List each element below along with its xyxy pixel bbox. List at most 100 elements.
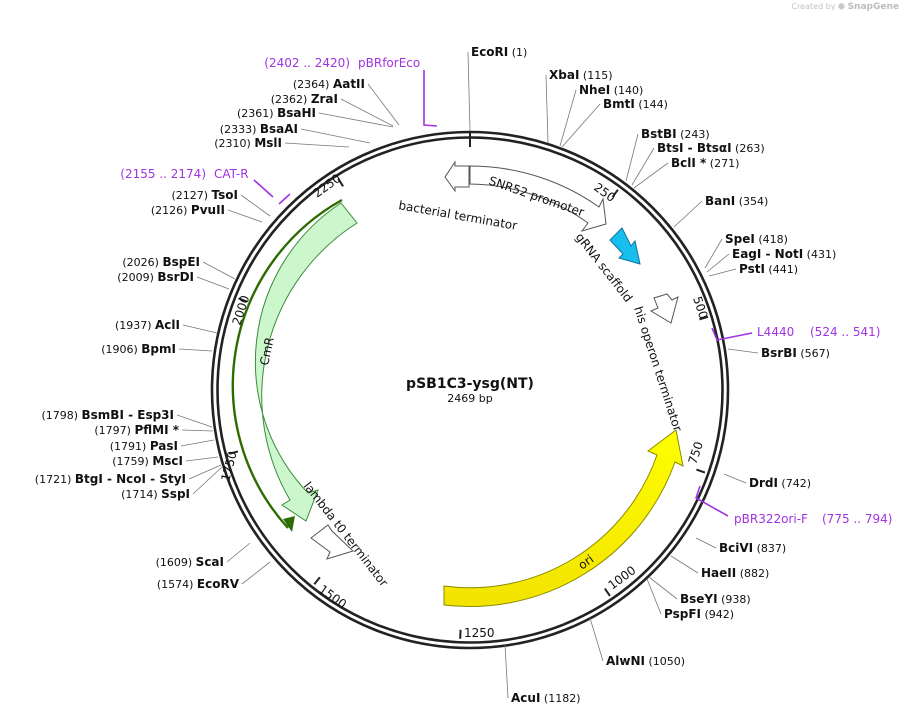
feature-ori-arrow[interactable] bbox=[443, 429, 684, 608]
site-tsoi[interactable]: (2127) TsoI bbox=[171, 188, 238, 202]
tick-mark-1000 bbox=[604, 587, 611, 597]
leader-xbai bbox=[545, 74, 549, 144]
site-haeii[interactable]: HaeII (882) bbox=[701, 566, 769, 580]
site-bani[interactable]: BanI (354) bbox=[705, 194, 768, 208]
feature-cmr-arrow[interactable] bbox=[254, 202, 358, 522]
site-drdi[interactable]: DrdI (742) bbox=[749, 476, 811, 490]
site-psti[interactable]: PstI (441) bbox=[739, 262, 798, 276]
site-btgi-pos: (1721) bbox=[35, 473, 75, 486]
site-btsi[interactable]: BtsI - BtsαI (263) bbox=[657, 141, 765, 155]
site-bani-pos: (354) bbox=[735, 195, 768, 208]
site-bsaai[interactable]: (2333) BsaAI bbox=[220, 122, 298, 136]
site-pspfi-name: PspFI bbox=[664, 607, 701, 621]
tick-marks bbox=[229, 178, 709, 639]
site-msci-name: MscI bbox=[152, 454, 183, 468]
site-bsrbi[interactable]: BsrBI (567) bbox=[761, 346, 830, 360]
credit: Created by ⬢ SnapGene bbox=[791, 2, 899, 12]
feature-grna-scaffold-arrow[interactable] bbox=[609, 227, 641, 265]
tick-mark-2250 bbox=[337, 178, 344, 187]
site-bsrbi-pos: (567) bbox=[797, 347, 830, 360]
tick-2000: 2000 bbox=[230, 294, 253, 327]
leader-bsahi bbox=[318, 112, 394, 128]
site-haeii-pos: (882) bbox=[736, 567, 769, 580]
site-nhei[interactable]: NheI (140) bbox=[579, 83, 643, 97]
leader-scai bbox=[226, 542, 251, 563]
site-zrai-pos: (2362) bbox=[271, 93, 311, 106]
site-eagi[interactable]: EagI - NotI (431) bbox=[732, 247, 836, 261]
leader-alwni bbox=[589, 617, 604, 662]
primer-l4440-mark bbox=[711, 327, 753, 341]
site-bseyi-name: BseYI bbox=[680, 592, 718, 606]
site-haeii-name: HaeII bbox=[701, 566, 736, 580]
site-zrai[interactable]: (2362) ZraI bbox=[271, 92, 338, 106]
site-xbai[interactable]: XbaI (115) bbox=[549, 68, 612, 82]
leader-pspfi bbox=[646, 578, 662, 615]
site-ecorv-pos: (1574) bbox=[157, 578, 197, 591]
primer-pbrforeco-name: pBRforEco bbox=[358, 56, 420, 70]
site-bpmi[interactable]: (1906) BpmI bbox=[101, 342, 176, 356]
site-btgi-name: BtgI - NcoI - StyI bbox=[75, 472, 186, 486]
site-bsahi[interactable]: (2361) BsaHI bbox=[237, 106, 316, 120]
leader-pflmi bbox=[181, 429, 214, 432]
site-msci[interactable]: (1759) MscI bbox=[112, 454, 183, 468]
site-drdi-name: DrdI bbox=[749, 476, 778, 490]
site-spei-name: SpeI bbox=[725, 232, 755, 246]
leader-bspei bbox=[202, 261, 236, 280]
site-drdi-pos: (742) bbox=[778, 477, 811, 490]
feature-snr52-arrow[interactable] bbox=[469, 165, 607, 232]
leader-btgi bbox=[188, 464, 222, 480]
site-scai-name: ScaI bbox=[196, 555, 224, 569]
site-sspi[interactable]: (1714) SspI bbox=[121, 487, 190, 501]
feature-his-operon-arrow[interactable] bbox=[649, 293, 679, 324]
tick-750: 750 bbox=[686, 440, 706, 466]
leader-bsaai bbox=[300, 128, 371, 144]
leader-bmti bbox=[561, 103, 601, 148]
site-leaders bbox=[176, 51, 759, 699]
site-bsaai-name: BsaAI bbox=[260, 122, 298, 136]
site-scai[interactable]: (1609) ScaI bbox=[156, 555, 224, 569]
site-pspfi[interactable]: PspFI (942) bbox=[664, 607, 734, 621]
plasmid-length: 2469 bp bbox=[447, 392, 492, 405]
leader-ecorv bbox=[241, 561, 271, 585]
site-bsrdi[interactable]: (2009) BsrDI bbox=[117, 270, 194, 284]
site-bmti[interactable]: BmtI (144) bbox=[603, 97, 668, 111]
leader-bpmi bbox=[178, 348, 213, 352]
site-ecorv[interactable]: (1574) EcoRV bbox=[157, 577, 240, 591]
leader-tsoi bbox=[240, 194, 271, 217]
site-pvuii[interactable]: (2126) PvuII bbox=[151, 203, 225, 217]
site-ecori[interactable]: EcoRI (1) bbox=[471, 45, 527, 59]
site-spei[interactable]: SpeI (418) bbox=[725, 232, 788, 246]
site-pasi-pos: (1791) bbox=[110, 440, 150, 453]
leader-drdi bbox=[723, 473, 747, 484]
tick-mark-250 bbox=[611, 189, 619, 198]
site-bsmbi[interactable]: (1798) BsmBI - Esp3I bbox=[41, 408, 174, 422]
credit-prefix: Created by bbox=[791, 2, 836, 11]
primer-pbrforeco-mark bbox=[423, 70, 438, 127]
site-msli[interactable]: (2310) MslI bbox=[214, 136, 282, 150]
site-bsaai-pos: (2333) bbox=[220, 123, 260, 136]
site-bsrdi-name: BsrDI bbox=[157, 270, 194, 284]
tick-mark-750 bbox=[696, 468, 706, 474]
site-pflmi[interactable]: (1797) PflMI * bbox=[94, 423, 179, 437]
site-acui[interactable]: AcuI (1182) bbox=[511, 691, 581, 705]
site-acli[interactable]: (1937) AclI bbox=[115, 318, 180, 332]
site-alwni[interactable]: AlwNI (1050) bbox=[606, 654, 685, 668]
tick-500: 500 bbox=[690, 295, 710, 321]
site-bspei[interactable]: (2026) BspEI bbox=[122, 255, 200, 269]
site-bani-name: BanI bbox=[705, 194, 735, 208]
feature-bacterial-terminator-arrow[interactable] bbox=[444, 160, 470, 193]
primer-pbrforeco-range: (2402 .. 2420) bbox=[264, 56, 350, 70]
site-bcli[interactable]: BclI * (271) bbox=[671, 156, 739, 170]
site-alwni-name: AlwNI bbox=[606, 654, 645, 668]
site-bstbi[interactable]: BstBI (243) bbox=[641, 127, 710, 141]
site-psti-pos: (441) bbox=[765, 263, 798, 276]
site-bseyi[interactable]: BseYI (938) bbox=[680, 592, 751, 606]
site-aatii[interactable]: (2364) AatII bbox=[293, 77, 365, 91]
site-bcivi[interactable]: BciVI (837) bbox=[719, 541, 786, 555]
site-pasi[interactable]: (1791) PasI bbox=[110, 439, 178, 453]
feature-lambda-arrow[interactable] bbox=[310, 524, 354, 560]
leader-msli bbox=[284, 142, 350, 148]
site-btgi[interactable]: (1721) BtgI - NcoI - StyI bbox=[35, 472, 186, 486]
primer-cat-r-name: CAT-R bbox=[214, 167, 249, 181]
site-bpmi-pos: (1906) bbox=[101, 343, 141, 356]
